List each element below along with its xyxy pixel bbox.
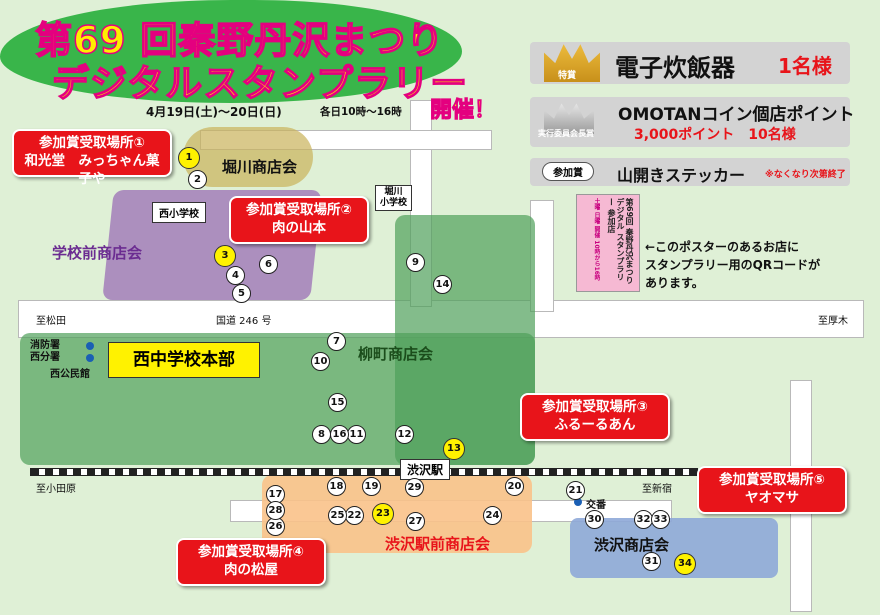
fire-station-dot	[86, 342, 94, 350]
participation-badge: 参加賞	[542, 162, 594, 181]
station-label: 渋沢駅	[400, 459, 451, 480]
yanagimachi-label: 柳町商店会	[358, 345, 434, 363]
store-pin[interactable]: 25	[328, 506, 347, 525]
nishi-elementary: 西小学校	[152, 202, 206, 223]
committee-prize: OMOTANコイン個店ポイント	[618, 105, 855, 125]
pickup-1-name: 和光堂 みっちゃん菓子や	[24, 153, 160, 187]
store-pin[interactable]: 7	[327, 332, 346, 351]
store-pin[interactable]: 27	[406, 512, 425, 531]
store-pin[interactable]: 30	[585, 510, 604, 529]
store-pin[interactable]: 8	[312, 425, 331, 444]
pickup-callout-2: 参加賞受取場所② 肉の山本	[229, 196, 369, 244]
pickup-3-name: ふるーるあん	[554, 417, 636, 433]
koban-dot	[574, 498, 582, 506]
poster-sample	[576, 194, 640, 292]
store-pin[interactable]: 4	[226, 266, 245, 285]
store-pin[interactable]: 1	[178, 147, 200, 169]
community-hall: 西公民館	[50, 369, 90, 380]
store-pin[interactable]: 13	[443, 438, 465, 460]
label-route-246: 国道 246 号	[216, 316, 272, 327]
store-pin[interactable]: 3	[214, 245, 236, 267]
store-pin[interactable]: 23	[372, 503, 394, 525]
store-pin[interactable]: 20	[505, 477, 524, 496]
title-background	[0, 0, 462, 103]
pickup-callout-3: 参加賞受取場所③ ふるーるあん	[520, 393, 670, 441]
tokusho-prize: 電子炊飯器	[615, 54, 735, 82]
community-hall-dot	[86, 354, 94, 362]
tokusho-badge: 特賞	[558, 71, 577, 81]
store-pin[interactable]: 31	[642, 552, 661, 571]
participation-note: ※なくなり次第終了	[765, 170, 846, 180]
store-pin[interactable]: 28	[266, 501, 285, 520]
poster-description: ←このポスターのあるお店に スタンプラリー用のQRコードが あります。	[645, 240, 821, 290]
store-pin[interactable]: 29	[405, 478, 424, 497]
label-to-odawara: 至小田原	[36, 484, 76, 495]
event-date: 4月19日(土)～20日(日)	[146, 105, 282, 119]
participation-prize: 山開きステッカー	[617, 166, 746, 185]
koban: 交番	[586, 500, 606, 511]
pickup-5-name: ヤオマサ	[745, 490, 799, 506]
pickup-5-title: 参加賞受取場所⑤	[719, 472, 825, 488]
ekimae-label: 渋沢駅前商店会	[385, 535, 491, 553]
pickup-1-title: 参加賞受取場所①	[39, 135, 145, 151]
pickup-2-title: 参加賞受取場所②	[246, 202, 352, 218]
store-pin[interactable]: 24	[483, 506, 502, 525]
fire-station: 消防署 西分署	[30, 340, 60, 363]
store-pin[interactable]: 11	[347, 425, 366, 444]
nishinaka-label: 西中学校本部	[108, 342, 260, 378]
label-to-matsuda: 至松田	[36, 316, 66, 327]
store-pin[interactable]: 9	[406, 253, 425, 272]
pickup-callout-1: 参加賞受取場所① 和光堂 みっちゃん菓子や	[12, 129, 172, 187]
store-pin[interactable]: 6	[259, 255, 278, 274]
store-pin[interactable]: 34	[674, 553, 696, 575]
store-pin[interactable]: 16	[330, 425, 349, 444]
horikawa-elementary: 堀川 小学校	[375, 185, 413, 211]
poster-title: 第69回 秦野丹沢まつり デジタル スタンプラリー 参加店	[607, 198, 634, 284]
store-pin[interactable]: 15	[328, 393, 347, 412]
store-pin[interactable]: 21	[566, 481, 585, 500]
store-pin[interactable]: 5	[232, 284, 251, 303]
store-pin[interactable]: 10	[311, 352, 330, 371]
store-pin[interactable]: 12	[395, 425, 414, 444]
title-line2: デジタルスタンプラリー	[51, 61, 469, 106]
event-held: 開催！	[429, 98, 497, 124]
pickup-3-title: 参加賞受取場所③	[542, 399, 648, 415]
store-pin[interactable]: 22	[345, 506, 364, 525]
store-pin[interactable]: 14	[433, 275, 452, 294]
store-pin[interactable]: 19	[362, 477, 381, 496]
label-to-shinjuku: 至新宿	[642, 484, 672, 495]
event-hours: 各日10時～16時	[320, 106, 402, 118]
pickup-callout-5: 参加賞受取場所⑤ ヤオマサ	[697, 466, 847, 514]
pickup-2-name: 肉の山本	[272, 220, 326, 236]
railway-line	[30, 468, 698, 476]
title-line1: 第69 回秦野丹沢まつり	[34, 18, 445, 63]
pickup-4-name: 肉の松屋	[224, 562, 278, 578]
poster-subtitle: 土曜 日曜 開催 10時から16時	[593, 198, 600, 281]
store-pin[interactable]: 18	[327, 477, 346, 496]
tokusho-count: 1名様	[778, 54, 832, 78]
gakkoumae-label: 学校前商店会	[52, 244, 143, 262]
pickup-callout-4: 参加賞受取場所④ 肉の松屋	[176, 538, 326, 586]
pickup-4-title: 参加賞受取場所④	[198, 544, 304, 560]
store-pin[interactable]: 2	[188, 170, 207, 189]
shibusawa-label: 渋沢商店会	[594, 536, 670, 554]
committee-detail: 3,000ポイント 10名様	[634, 127, 796, 143]
store-pin[interactable]: 33	[651, 510, 670, 529]
label-to-atsugi: 至厚木	[818, 316, 848, 327]
committee-badge: 実行委員会長賞	[538, 129, 594, 138]
horikawa-label: 堀川商店会	[222, 158, 298, 176]
